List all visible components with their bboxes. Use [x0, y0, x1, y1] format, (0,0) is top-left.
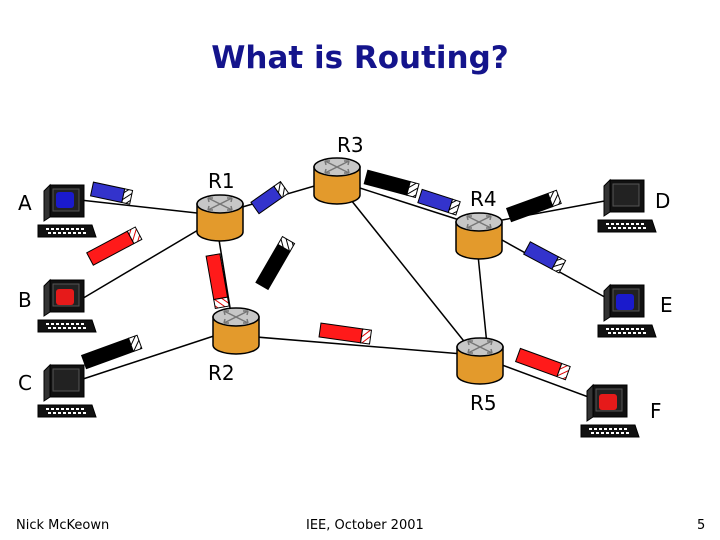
footer-author: Nick McKeown [16, 518, 110, 533]
slide-title: What is Routing? [211, 40, 509, 76]
router-r4 [455, 212, 503, 260]
host-label-b: B [18, 288, 32, 312]
computer-b [37, 279, 97, 333]
packet-blue-r1 [250, 180, 290, 215]
packet-red-b [86, 226, 143, 266]
computer-e [597, 284, 657, 338]
link-r3-r5 [334, 179, 476, 356]
packet-blue-r3 [417, 188, 461, 216]
host-label-e: E [660, 293, 673, 317]
packet-red-f [514, 347, 571, 381]
computer-f [580, 384, 640, 438]
host-label-c: C [18, 371, 32, 395]
packets [80, 169, 571, 381]
router-r5 [456, 337, 504, 385]
footer-venue: IEE, October 2001 [306, 518, 424, 533]
computer-d [597, 179, 657, 233]
footer-page-number: 5 [697, 518, 706, 533]
router-label-r2: R2 [208, 361, 235, 385]
packet-black-r1 [255, 235, 296, 291]
router-label-r5: R5 [470, 391, 497, 415]
host-label-a: A [18, 191, 32, 215]
packet-black-c [80, 334, 143, 370]
host-label-d: D [655, 189, 670, 213]
router-label-r3: R3 [337, 133, 364, 157]
packet-red-r2 [318, 322, 373, 345]
packet-red-r1 [205, 253, 230, 309]
packet-black-r3 [363, 169, 420, 199]
computer-a [37, 184, 97, 238]
router-r3 [313, 157, 361, 205]
packet-blue-e [523, 241, 567, 274]
packet-black-d [505, 189, 562, 223]
host-label-f: F [650, 399, 662, 423]
link-b-r1 [79, 219, 216, 301]
router-label-r1: R1 [208, 169, 235, 193]
link-r2-r5 [231, 334, 476, 356]
link-c-r2 [79, 329, 233, 381]
router-r1 [196, 194, 244, 242]
packet-blue-a [89, 181, 134, 205]
router-label-r4: R4 [470, 187, 497, 211]
computer-c [37, 364, 97, 418]
router-r2 [212, 307, 260, 355]
link-a-r1 [79, 199, 216, 216]
